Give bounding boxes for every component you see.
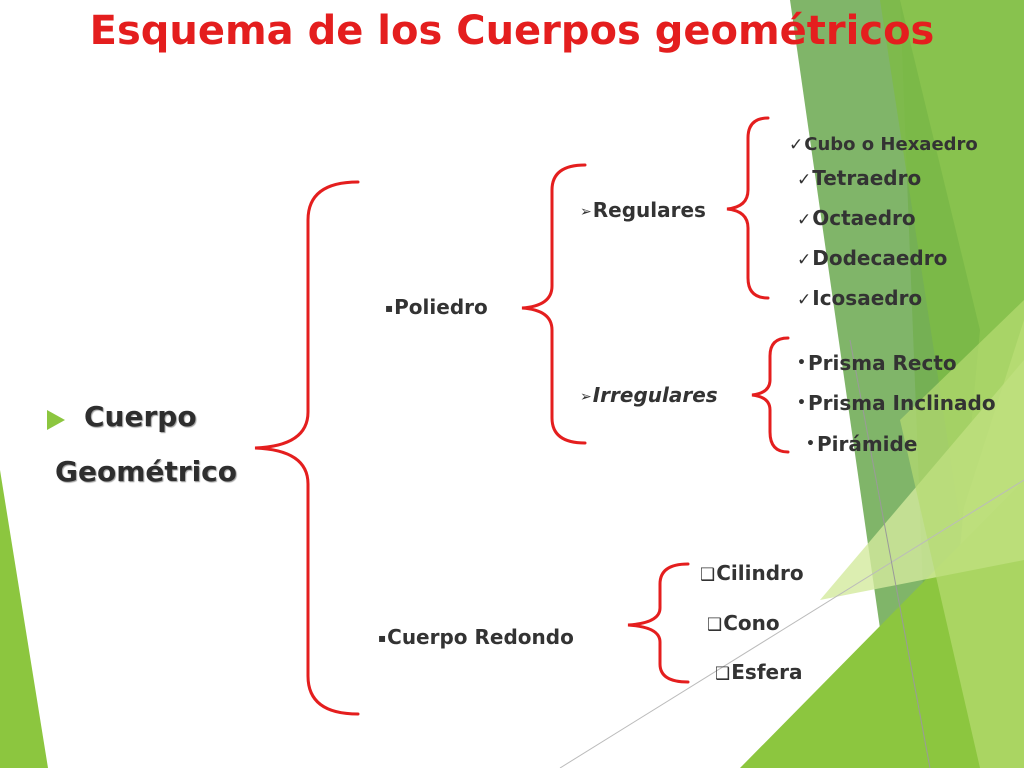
bullet-dot-icon: • (797, 355, 806, 371)
main-brace (254, 180, 360, 716)
irregulares-brace (751, 336, 790, 454)
bullet-dot-icon: • (806, 436, 815, 452)
checkbox-bullet-icon: ❑ (700, 565, 716, 585)
leaf-label: Cilindro (716, 561, 804, 585)
node-regulares: ➢Regulares (580, 198, 706, 224)
thin-diagonal-line (559, 479, 1024, 768)
node-poliedro-label: Poliedro (394, 295, 488, 319)
regulares-brace (726, 116, 770, 300)
leaf-label: Dodecaedro (812, 246, 948, 270)
poliedro-brace (521, 163, 587, 445)
checkbox-bullet-icon: ❑ (715, 664, 731, 684)
node-irregulares-label: Irregulares (592, 383, 718, 407)
leaf-prisma-recto: •Prisma Recto (797, 351, 957, 375)
redondo-brace (627, 562, 690, 684)
leaf-label: Icosaedro (812, 286, 923, 310)
leaf-label: Prisma Recto (807, 351, 957, 375)
node-cuerpo-redondo-label: Cuerpo Redondo (387, 625, 574, 649)
checkmark-icon: ✓ (797, 210, 812, 230)
square-bullet-icon: ▪ (378, 631, 387, 645)
leaf-cubo: ✓Cubo o Hexaedro (789, 133, 978, 157)
checkmark-icon: ✓ (797, 170, 812, 190)
arrow-bullet-icon: ➢ (580, 204, 592, 220)
checkmark-icon: ✓ (797, 250, 812, 270)
bullet-dot-icon: • (797, 395, 806, 411)
leaf-dodecaedro: ✓Dodecaedro (797, 246, 947, 272)
leaf-prisma-inclinado: •Prisma Inclinado (797, 391, 996, 415)
thin-diagonal-line-2 (849, 339, 931, 768)
leaf-esfera: ❑Esfera (715, 660, 802, 686)
checkbox-bullet-icon: ❑ (707, 615, 723, 635)
leaf-label: Pirámide (816, 432, 918, 456)
leaf-tetraedro: ✓Tetraedro (797, 166, 921, 192)
leaf-label: Cubo o Hexaedro (804, 134, 978, 155)
page-title: Esquema de los Cuerpos geométricos (89, 8, 935, 54)
leaf-icosaedro: ✓Icosaedro (797, 286, 922, 312)
leaf-cilindro: ❑Cilindro (700, 561, 804, 587)
node-irregulares: ➢Irregulares (580, 383, 718, 409)
leaf-label: Esfera (731, 660, 803, 684)
arrow-bullet-icon: ➢ (580, 389, 592, 405)
bottom-right-light-wedge (900, 300, 1024, 768)
root-label-line1: Cuerpo (84, 400, 197, 433)
root-label-line2: Geométrico (55, 455, 237, 488)
leaf-cono: ❑Cono (707, 611, 780, 637)
checkmark-icon: ✓ (789, 135, 804, 155)
leaf-piramide: •Pirámide (806, 432, 917, 456)
node-cuerpo-redondo: ▪Cuerpo Redondo (378, 625, 574, 650)
square-bullet-icon: ▪ (385, 301, 394, 315)
leaf-label: Octaedro (812, 206, 916, 230)
leaf-label: Tetraedro (812, 166, 922, 190)
green-triangle-icon (47, 410, 65, 430)
left-green-stripe (0, 470, 48, 768)
node-regulares-label: Regulares (592, 198, 706, 222)
checkmark-icon: ✓ (797, 290, 812, 310)
leaf-label: Cono (723, 611, 780, 635)
leaf-octaedro: ✓Octaedro (797, 206, 916, 232)
node-poliedro: ▪Poliedro (385, 295, 488, 320)
leaf-label: Prisma Inclinado (807, 391, 996, 415)
